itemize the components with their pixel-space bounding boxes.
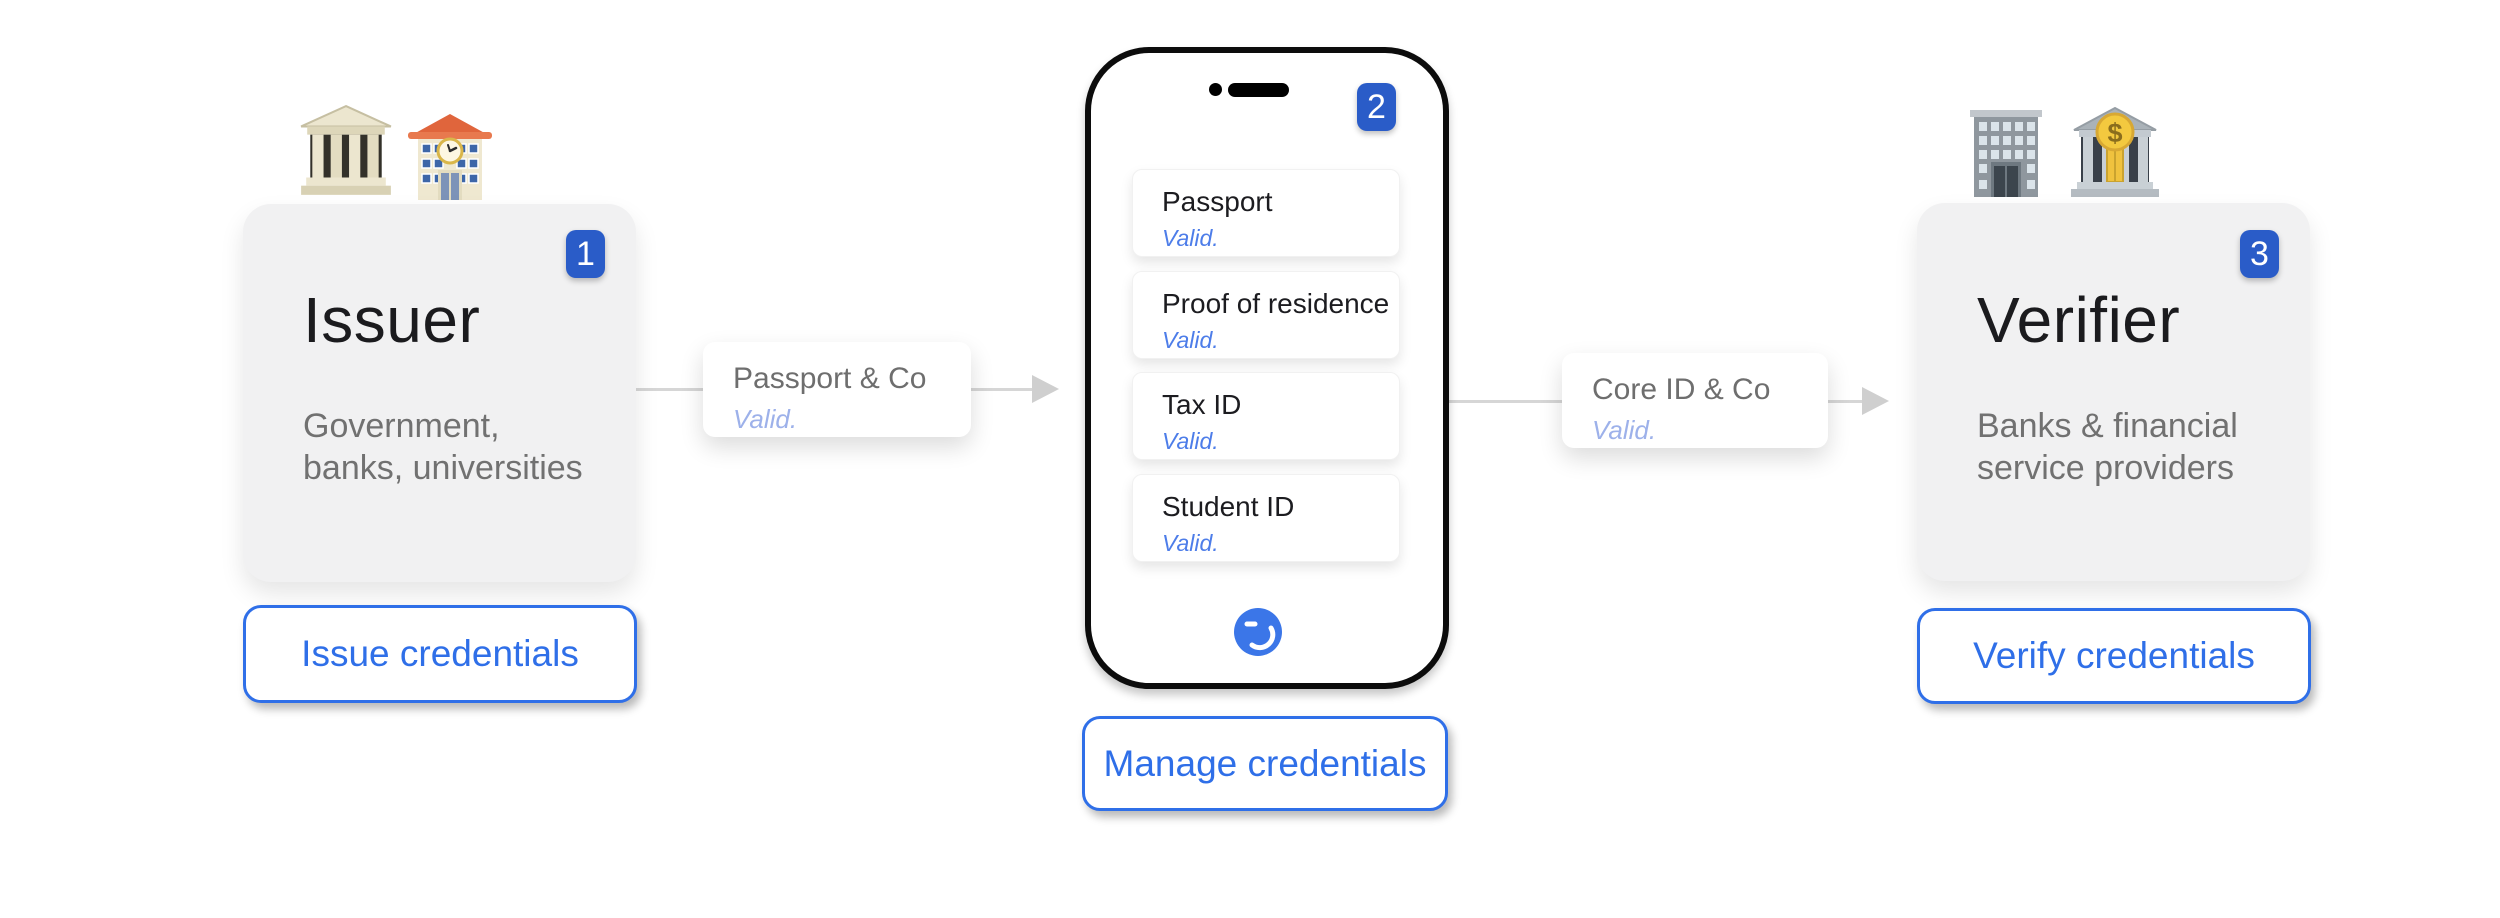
- credential-card-tax-id[interactable]: Tax ID Valid.: [1132, 372, 1400, 460]
- verifier-step-number: 3: [2250, 234, 2269, 273]
- credential-status: Valid.: [1162, 225, 1219, 251]
- issue-credentials-button[interactable]: Issue credentials: [243, 605, 637, 703]
- flow-label-title: Core ID & Co: [1592, 373, 1771, 406]
- office-building-icon: [1958, 104, 2054, 207]
- verifier-title: Verifier: [1977, 284, 2181, 356]
- credential-title: Proof of residence: [1162, 288, 1390, 319]
- flow-label-core-id-co: Core ID & Co Valid.: [1562, 353, 1828, 448]
- smiley-logo-icon: [1234, 608, 1282, 656]
- verify-credentials-button[interactable]: Verify credentials: [1917, 608, 2311, 704]
- flow-label-status: Valid.: [733, 404, 798, 434]
- issue-credentials-label: Issue credentials: [301, 633, 579, 674]
- verifier-subtitle: Banks & financial service providers: [1977, 405, 2238, 489]
- school-icon: [404, 110, 496, 209]
- credential-status: Valid.: [1162, 327, 1219, 353]
- flow-label-title: Passport & Co: [733, 362, 927, 395]
- issuer-step-number: 1: [576, 234, 595, 273]
- speaker-pill-icon: [1228, 83, 1289, 97]
- issuer-subtitle-line1: Government,: [303, 407, 500, 445]
- bank-icon: $: [2066, 102, 2164, 207]
- credential-title: Passport: [1162, 186, 1273, 217]
- credential-status: Valid.: [1162, 428, 1219, 454]
- issuer-step-badge: 1: [566, 230, 605, 278]
- credential-status: Valid.: [1162, 530, 1219, 556]
- verifier-subtitle-line1: Banks & financial: [1977, 407, 2238, 445]
- credential-card-proof-of-residence[interactable]: Proof of residence Valid.: [1132, 271, 1400, 359]
- issuer-subtitle-line2: banks, universities: [303, 449, 583, 487]
- verifier-step-badge: 3: [2240, 230, 2279, 278]
- issuer-title: Issuer: [303, 284, 481, 356]
- smartphone-frame: [1085, 47, 1449, 689]
- verify-credentials-label: Verify credentials: [1973, 635, 2255, 676]
- credential-card-passport[interactable]: Passport Valid.: [1132, 169, 1400, 257]
- flow-arrowhead-issuer-to-wallet: [1032, 375, 1059, 403]
- flow-label-status: Valid.: [1592, 415, 1657, 445]
- flow-label-passport-co: Passport & Co Valid.: [703, 342, 971, 437]
- credential-title: Tax ID: [1162, 389, 1242, 420]
- verifier-subtitle-line2: service providers: [1977, 449, 2234, 487]
- credential-title: Student ID: [1162, 491, 1295, 522]
- svg-text:$: $: [2107, 118, 2122, 148]
- camera-dot-icon: [1209, 83, 1222, 96]
- issuer-subtitle: Government, banks, universities: [303, 405, 583, 489]
- classical-building-icon: [298, 102, 394, 207]
- credential-card-student-id[interactable]: Student ID Valid.: [1132, 474, 1400, 562]
- manage-credentials-label: Manage credentials: [1103, 742, 1427, 784]
- wallet-step-badge: 2: [1357, 83, 1396, 131]
- flow-arrowhead-wallet-to-verifier: [1862, 387, 1889, 415]
- manage-credentials-button[interactable]: Manage credentials: [1082, 716, 1448, 811]
- wallet-step-number: 2: [1367, 87, 1386, 126]
